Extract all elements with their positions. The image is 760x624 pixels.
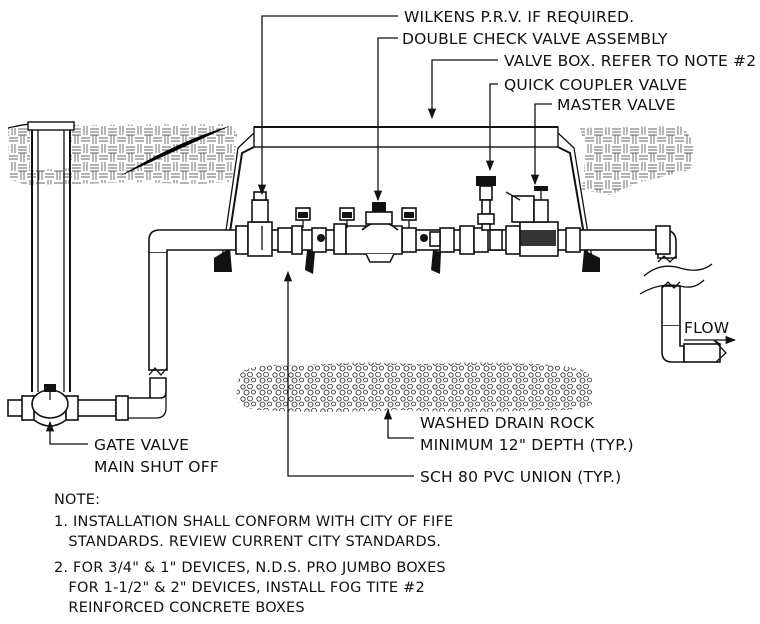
double-check-valve: [295, 202, 417, 263]
gate-valve-riser: [27, 121, 75, 392]
prv-callout: WILKENS P.R.V. IF REQUIRED.: [404, 8, 634, 26]
note-1-line2: STANDARDS. REVIEW CURRENT CITY STANDARDS…: [54, 534, 441, 550]
union-fittings: [277, 225, 671, 255]
notes-heading: NOTE:: [54, 492, 100, 508]
ball-valve-handles: [305, 231, 441, 274]
valve-box: [214, 126, 600, 272]
gate-valve-callout-line2: MAIN SHUT OFF: [94, 458, 219, 476]
note-2-line3: REINFORCED CONCRETE BOXES: [54, 600, 305, 616]
riser-pipe: [148, 229, 237, 376]
drain-rock-callout-line2: MINIMUM 12" DEPTH (TYP.): [420, 436, 634, 454]
drain-rock-callout-line1: WASHED DRAIN ROCK: [420, 414, 595, 432]
note-2-line2: FOR 1-1/2" & 2" DEVICES, INSTALL FOG TIT…: [54, 580, 425, 596]
ground-soil: [7, 122, 694, 195]
note-1-line1: 1. INSTALLATION SHALL CONFORM WITH CITY …: [54, 514, 453, 530]
note-2-line1: 2. FOR 3/4" & 1" DEVICES, N.D.S. PRO JUM…: [54, 560, 446, 576]
drain-rock: [236, 362, 592, 412]
valve-box-callout: VALVE BOX. REFER TO NOTE #2: [504, 52, 756, 70]
flow-label: FLOW: [684, 319, 729, 337]
gate-valve: [21, 384, 79, 427]
downstream-pipe: [639, 255, 737, 363]
leader-lines: [45, 15, 552, 477]
master-valve: [505, 186, 559, 257]
quick-coupler-valve: [476, 176, 503, 251]
gate-valve-callout-line1: GATE VALVE: [94, 436, 189, 454]
master-valve-callout: MASTER VALVE: [557, 96, 676, 114]
double-check-callout: DOUBLE CHECK VALVE ASSEMBLY: [402, 30, 668, 48]
union-callout: SCH 80 PVC UNION (TYP.): [420, 468, 621, 486]
prv-valve: [235, 191, 273, 257]
quick-coupler-callout: QUICK COUPLER VALVE: [504, 76, 687, 94]
